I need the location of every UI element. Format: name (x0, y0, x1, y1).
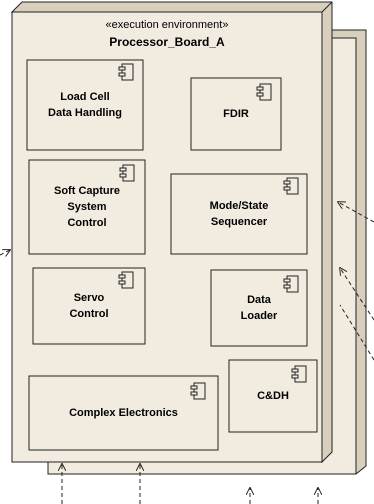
component-icon (256, 83, 272, 101)
component-complex-electronics (28, 375, 219, 451)
component-label-cdh[interactable]: C&DH (257, 390, 289, 402)
component-label-soft-capture-system-control[interactable]: Soft Capture System Control (54, 185, 120, 229)
component-icon (190, 382, 206, 400)
component-icon (119, 164, 135, 182)
component-label-servo-control[interactable]: Servo Control (69, 292, 109, 320)
node-stereotype: «execution environment» (105, 19, 229, 31)
node-title: Processor_Board_A (109, 35, 225, 49)
component-label-load-cell-data-handling[interactable]: Load Cell Data Handling (48, 91, 122, 119)
component-label-mode-state-sequencer[interactable]: Mode/State Sequencer (209, 200, 269, 228)
component-label-fdir[interactable]: FDIR (223, 108, 249, 120)
component-icon (283, 275, 299, 293)
component-icon (291, 365, 307, 383)
component-label-data-loader[interactable]: Data Loader (240, 294, 278, 322)
dependency-arrows (0, 202, 374, 504)
component-boxes (26, 59, 318, 451)
component-icon (118, 271, 134, 289)
component-icon (283, 177, 299, 195)
component-icon (118, 63, 134, 81)
component-label-complex-electronics[interactable]: Complex Electronics (69, 407, 178, 419)
